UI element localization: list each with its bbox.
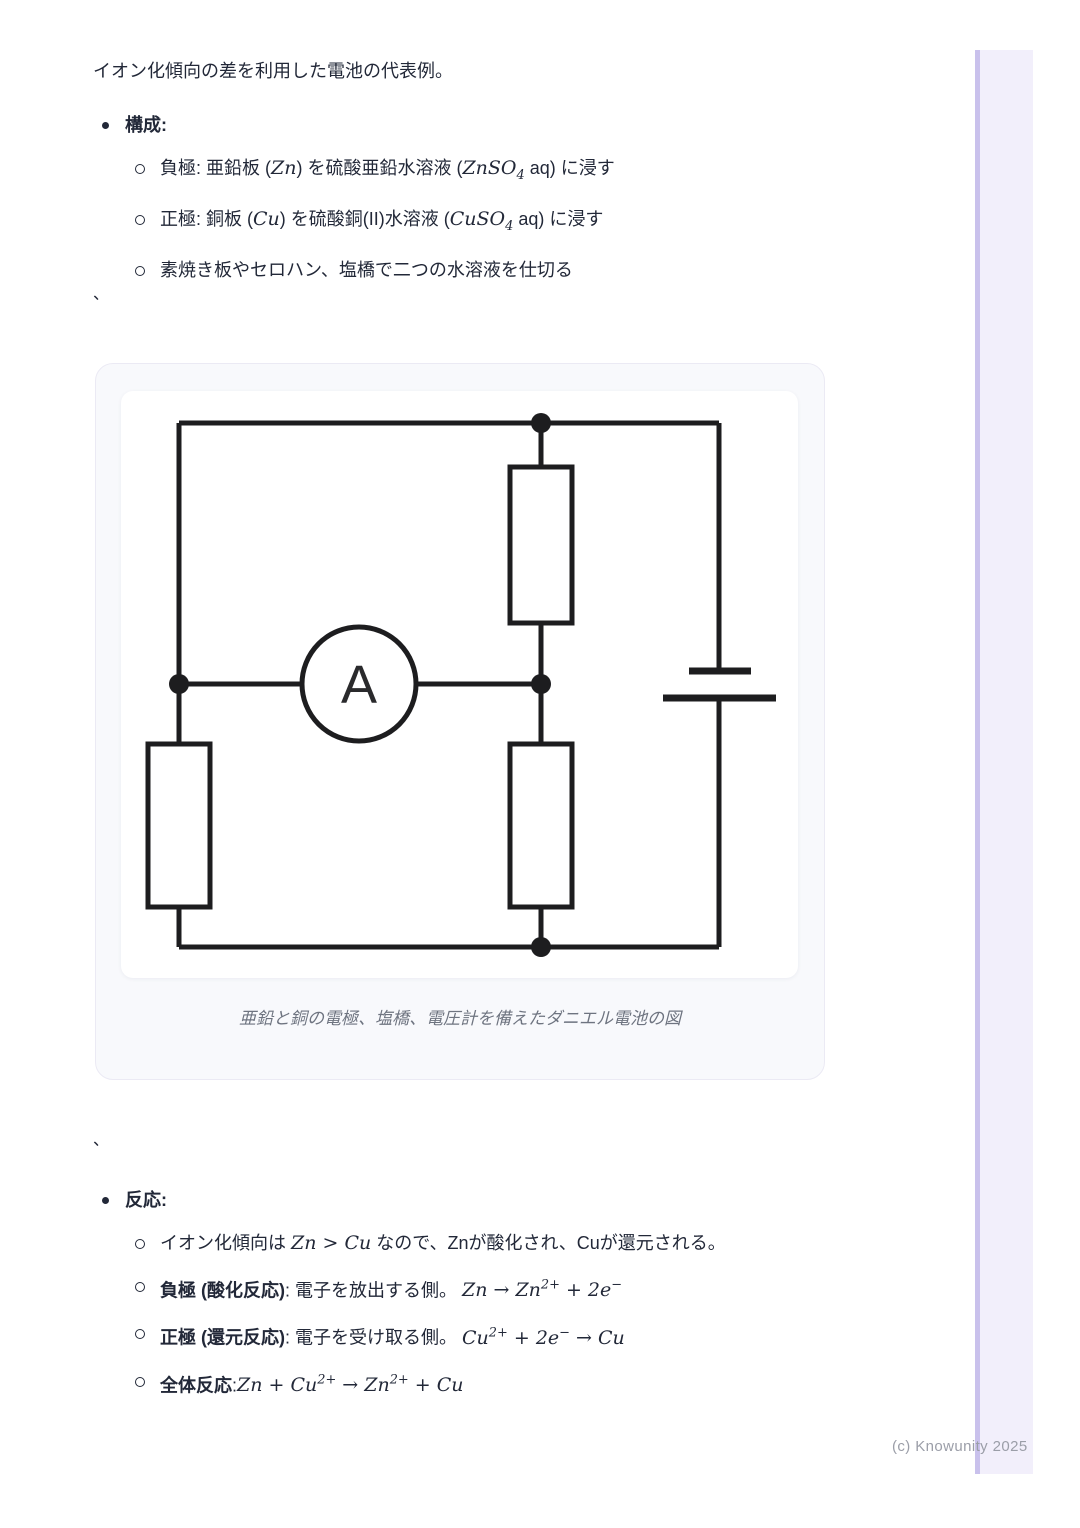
math-zn-gt-cu: Zn > Cu bbox=[291, 1232, 372, 1254]
list-item: 全体反応:Zn + Cu2+ → Zn2+ + Cu bbox=[93, 1367, 973, 1399]
list-item: 負極: 亜鉛板 (Zn) を硫酸亜鉛水溶液 (ZnSO4 aq) に浸す bbox=[93, 154, 973, 190]
junction-dot-center bbox=[531, 674, 551, 694]
item-text: : 電子を受け取る側。 bbox=[285, 1327, 463, 1348]
list-item: 素焼き板やセロハン、塩橋で二つの水溶液を仕切る bbox=[93, 256, 973, 284]
item-text: aq) に浸す bbox=[524, 158, 615, 178]
item-text: イオン化傾向は bbox=[160, 1233, 292, 1253]
reactions-heading: 反応: bbox=[93, 1186, 973, 1214]
figure-card: A 亜鉛と銅の電極、塩橋、電圧計を備えたダニエル電池の図 bbox=[95, 363, 825, 1080]
junction-dot-top bbox=[531, 413, 551, 433]
item-text: : 電子を放出する側。 bbox=[285, 1280, 463, 1301]
standalone-comma: 、 bbox=[93, 1132, 110, 1149]
cathode-label: 正極 (還元反応) bbox=[160, 1327, 285, 1348]
list-item: 正極 (還元反応): 電子を受け取る側。 Cu2+ + 2e− → Cu bbox=[93, 1319, 973, 1351]
composition-heading: 構成: bbox=[93, 111, 973, 139]
reactions-section: 反応: イオン化傾向は Zn > Cu なので、Znが酸化され、Cuが還元される… bbox=[93, 1186, 973, 1399]
item-text: aq) に浸す bbox=[513, 208, 604, 229]
item-text: ) を硫酸銅(II)水溶液 ( bbox=[279, 208, 450, 229]
anode-equation: Zn → Zn2+ + 2e− bbox=[462, 1278, 623, 1302]
item-text: なので、Znが酸化され、Cuが還元される。 bbox=[371, 1233, 726, 1253]
cathode-equation: Cu2+ + 2e− → Cu bbox=[462, 1325, 625, 1349]
copper-electrode-rect bbox=[507, 741, 575, 910]
math-cuso4: CuSO4 bbox=[449, 207, 514, 234]
circuit-diagram-panel: A bbox=[121, 391, 798, 978]
item-text: 負極: 亜鉛板 ( bbox=[160, 158, 271, 178]
copyright-footer: (c) Knowunity 2025 bbox=[892, 1438, 1028, 1455]
overall-equation: Zn + Cu2+ → Zn2+ + Cu bbox=[237, 1372, 464, 1396]
item-text: 素焼き板やセロハン、塩橋で二つの水溶液を仕切る bbox=[160, 259, 573, 280]
anode-label: 負極 (酸化反応) bbox=[160, 1280, 285, 1301]
standalone-comma: 、 bbox=[93, 286, 110, 303]
page-title: イオン化傾向の差を利用した電池の代表例。 bbox=[93, 61, 453, 81]
list-item: 正極: 銅板 (Cu) を硫酸銅(II)水溶液 (CuSO4 aq) に浸す bbox=[93, 205, 973, 241]
item-text: ) を硫酸亜鉛水溶液 ( bbox=[296, 158, 463, 178]
ammeter-label: A bbox=[341, 655, 377, 715]
math-znso4: ZnSO4 bbox=[462, 157, 525, 183]
zinc-electrode-rect bbox=[145, 741, 213, 910]
item-text: : bbox=[232, 1374, 238, 1395]
math-zn: Zn bbox=[271, 157, 297, 179]
item-text: 正極: 銅板 ( bbox=[160, 208, 253, 229]
junction-dot-bottom bbox=[531, 937, 551, 957]
junction-dot-left bbox=[169, 674, 189, 694]
composition-label: 構成: bbox=[125, 115, 167, 135]
daniell-cell-circuit-diagram: A bbox=[145, 413, 776, 957]
page-edge-strip bbox=[975, 50, 1033, 1474]
composition-section: 構成: 負極: 亜鉛板 (Zn) を硫酸亜鉛水溶液 (ZnSO4 aq) に浸す… bbox=[93, 111, 973, 284]
figure-caption: 亜鉛と銅の電極、塩橋、電圧計を備えたダニエル電池の図 bbox=[239, 1009, 681, 1028]
math-cu: Cu bbox=[253, 207, 280, 230]
list-item: 負極 (酸化反応): 電子を放出する側。 Zn → Zn2+ + 2e− bbox=[93, 1272, 973, 1304]
list-item: イオン化傾向は Zn > Cu なので、Znが酸化され、Cuが還元される。 bbox=[93, 1229, 973, 1257]
salt-bridge-rect bbox=[507, 464, 575, 626]
overall-label: 全体反応 bbox=[160, 1374, 232, 1395]
reactions-label: 反応: bbox=[125, 1190, 167, 1210]
